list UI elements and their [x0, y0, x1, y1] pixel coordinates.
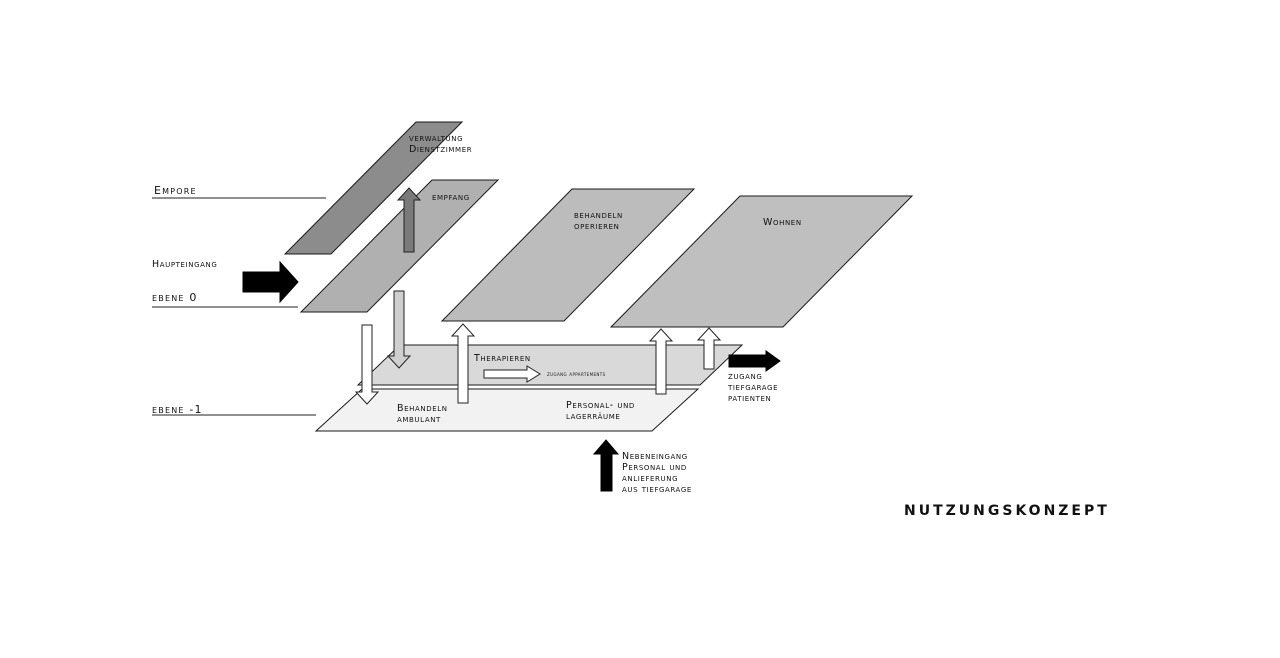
ebene-minus1-label: ebene -1	[152, 403, 203, 416]
ebene0-label: ebene 0	[152, 291, 198, 304]
zugang-appartements-label: zugang appartements	[547, 371, 606, 378]
down-arrow-to-therapieren	[386, 290, 412, 369]
zugang-tiefgarage-label-3: patienten	[728, 393, 771, 404]
up-arrow-to-wohnen-long	[648, 328, 674, 395]
behandeln-label: behandeln	[574, 210, 623, 221]
zugang-tiefgarage-label-1: zugang	[728, 371, 762, 382]
nebeneingang-label-4: aus tiefgarage	[622, 484, 692, 495]
wohnen-plane	[609, 195, 914, 328]
up-arrow-to-wohnen-short	[696, 327, 722, 370]
behandeln-operieren-plane	[440, 188, 696, 322]
nebeneingang-arrow	[592, 439, 620, 492]
personal-lager-label-1: Personal- und	[566, 400, 635, 411]
verwaltung-plane	[283, 121, 464, 255]
nebeneingang-label-2: Personal und	[622, 462, 687, 473]
operieren-label: operieren	[574, 221, 619, 232]
verwaltung-label: verwaltung	[409, 133, 463, 144]
zugang-tiefgarage-label-2: tiefgarage	[727, 382, 778, 393]
down-arrow-to-ebene-minus1	[354, 324, 380, 405]
empfang-plane	[299, 179, 500, 313]
behandeln-ambulant-label-1: Behandeln	[397, 403, 448, 414]
zugang-appartements-arrow	[483, 365, 541, 383]
empfang-label: empfang	[432, 192, 470, 203]
diagram-title: NUTZUNGSKONZEPT	[904, 503, 1110, 519]
therapieren-plane	[356, 344, 744, 386]
dienstzimmer-label: Dienstzimmer	[409, 144, 472, 155]
empfang-up-arrow	[396, 187, 422, 253]
haupteingang-label: Haupteingang	[152, 259, 217, 270]
nebeneingang-label-1: Nebeneingang	[622, 451, 688, 462]
haupteingang-arrow	[242, 260, 299, 304]
personal-lager-label-2: lagerräume	[566, 411, 620, 422]
wohnen-label: Wohnen	[763, 217, 802, 228]
up-arrow-to-behandeln	[450, 323, 476, 404]
zugang-tiefgarage-arrow	[728, 350, 781, 372]
ebene-minus1-plane	[314, 388, 700, 432]
empore-label: Empore	[154, 184, 197, 197]
nebeneingang-label-3: anlieferung	[622, 473, 678, 484]
behandeln-ambulant-label-2: ambulant	[397, 414, 441, 425]
therapieren-label: Therapieren	[473, 353, 531, 364]
